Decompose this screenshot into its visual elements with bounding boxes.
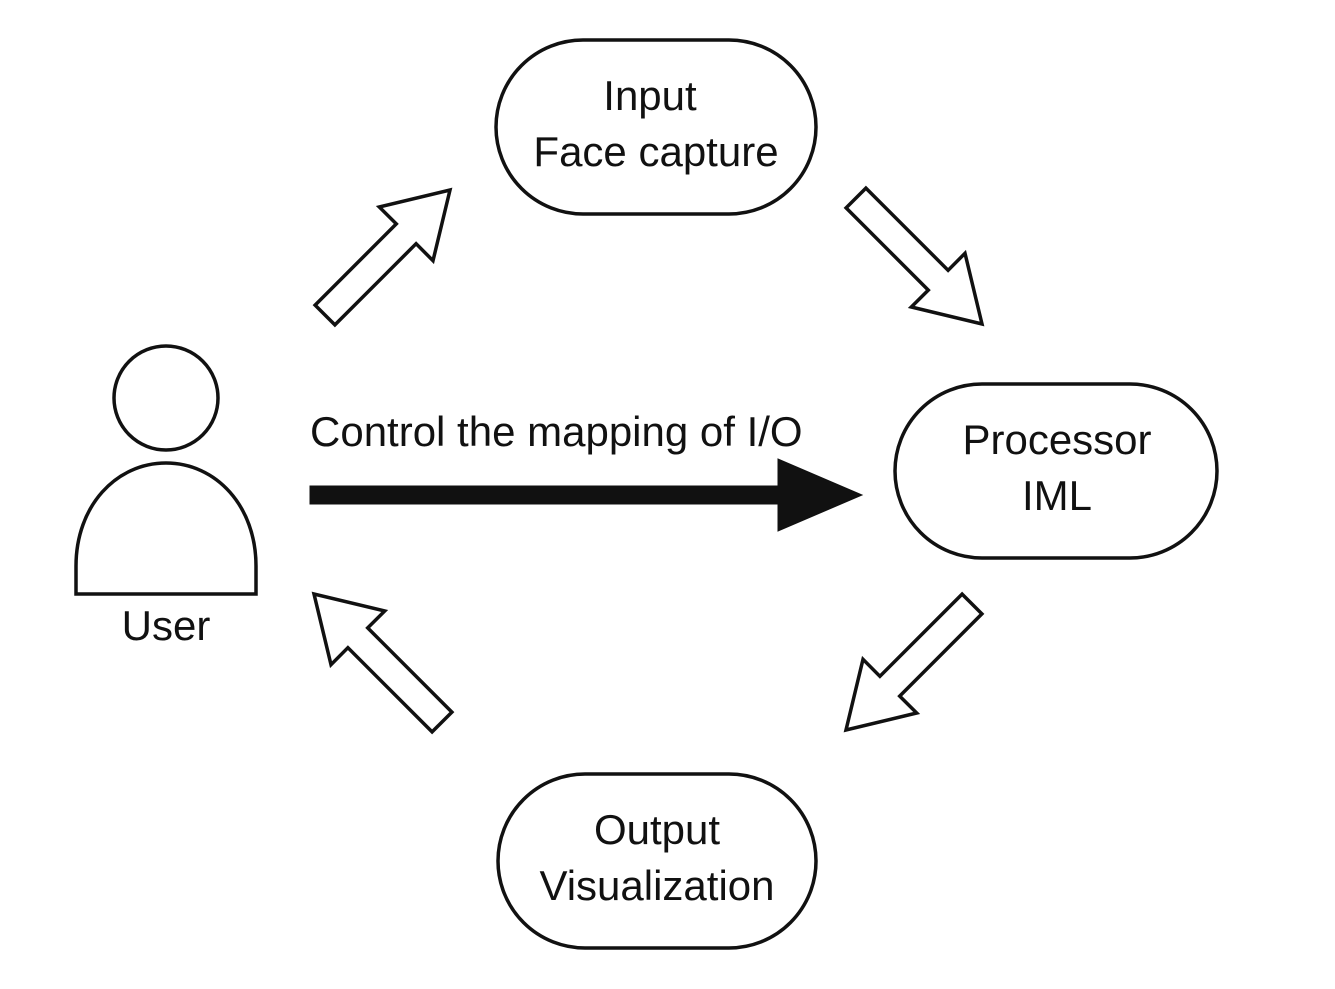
input-node: Input Face capture [494, 38, 818, 216]
arrow-processor-to-output [843, 591, 985, 733]
processor-node-title: Processor [962, 416, 1151, 463]
input-node-title: Input [603, 72, 697, 119]
user-body-icon [74, 461, 258, 596]
output-node-subtitle: Visualization [539, 862, 774, 909]
processor-node-subtitle: IML [1022, 472, 1092, 519]
input-node-subtitle: Face capture [533, 128, 778, 175]
arrow-input-to-processor [843, 185, 985, 327]
cycle-arrows [311, 185, 985, 735]
arrow-output-to-user [311, 591, 455, 735]
control-arrow-label: Control the mapping of I/O [310, 408, 803, 455]
control-arrow-shape [309, 458, 864, 532]
processor-node: Processor IML [893, 382, 1219, 560]
control-arrow: Control the mapping of I/O [309, 408, 864, 532]
user-figure: User [74, 344, 258, 649]
output-node: Output Visualization [496, 772, 818, 950]
output-node-title: Output [594, 806, 720, 853]
user-head-icon [112, 344, 220, 452]
arrow-user-to-input [312, 187, 453, 328]
user-label: User [122, 602, 211, 649]
